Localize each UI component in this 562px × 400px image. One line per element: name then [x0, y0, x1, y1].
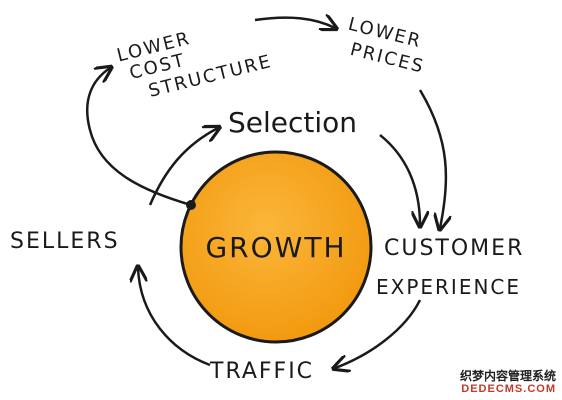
node-lower-cost-structure: LOWER COST STRUCTURE [115, 28, 275, 102]
node-sellers: SELLERS [10, 229, 120, 254]
node-traffic: TRAFFIC [209, 359, 314, 384]
experience-line-2: EXPERIENCE [376, 275, 521, 299]
watermark: 织梦内容管理系统 DEDECMS.COM [459, 368, 556, 396]
arrow-cost-to-prices [254, 18, 335, 28]
arrow-experience-to-traffic [335, 299, 422, 368]
experience-line-1: CUSTOMER [384, 236, 524, 261]
node-lower-prices: LOWER PRICES [346, 14, 427, 78]
arrow-selection-to-experience [379, 134, 420, 225]
growth-label: GROWTH [205, 231, 346, 264]
arrow-traffic-to-sellers [138, 268, 211, 367]
watermark-en: DEDECMS.COM [461, 383, 556, 396]
arrow-sellers-to-selection [148, 128, 218, 206]
node-selection: Selection [228, 106, 357, 139]
growth-circle [179, 150, 373, 344]
arrow-growth-to-cost [85, 68, 192, 207]
watermark-cn: 织梦内容管理系统 [459, 368, 556, 383]
arrow-prices-to-experience [418, 89, 446, 228]
